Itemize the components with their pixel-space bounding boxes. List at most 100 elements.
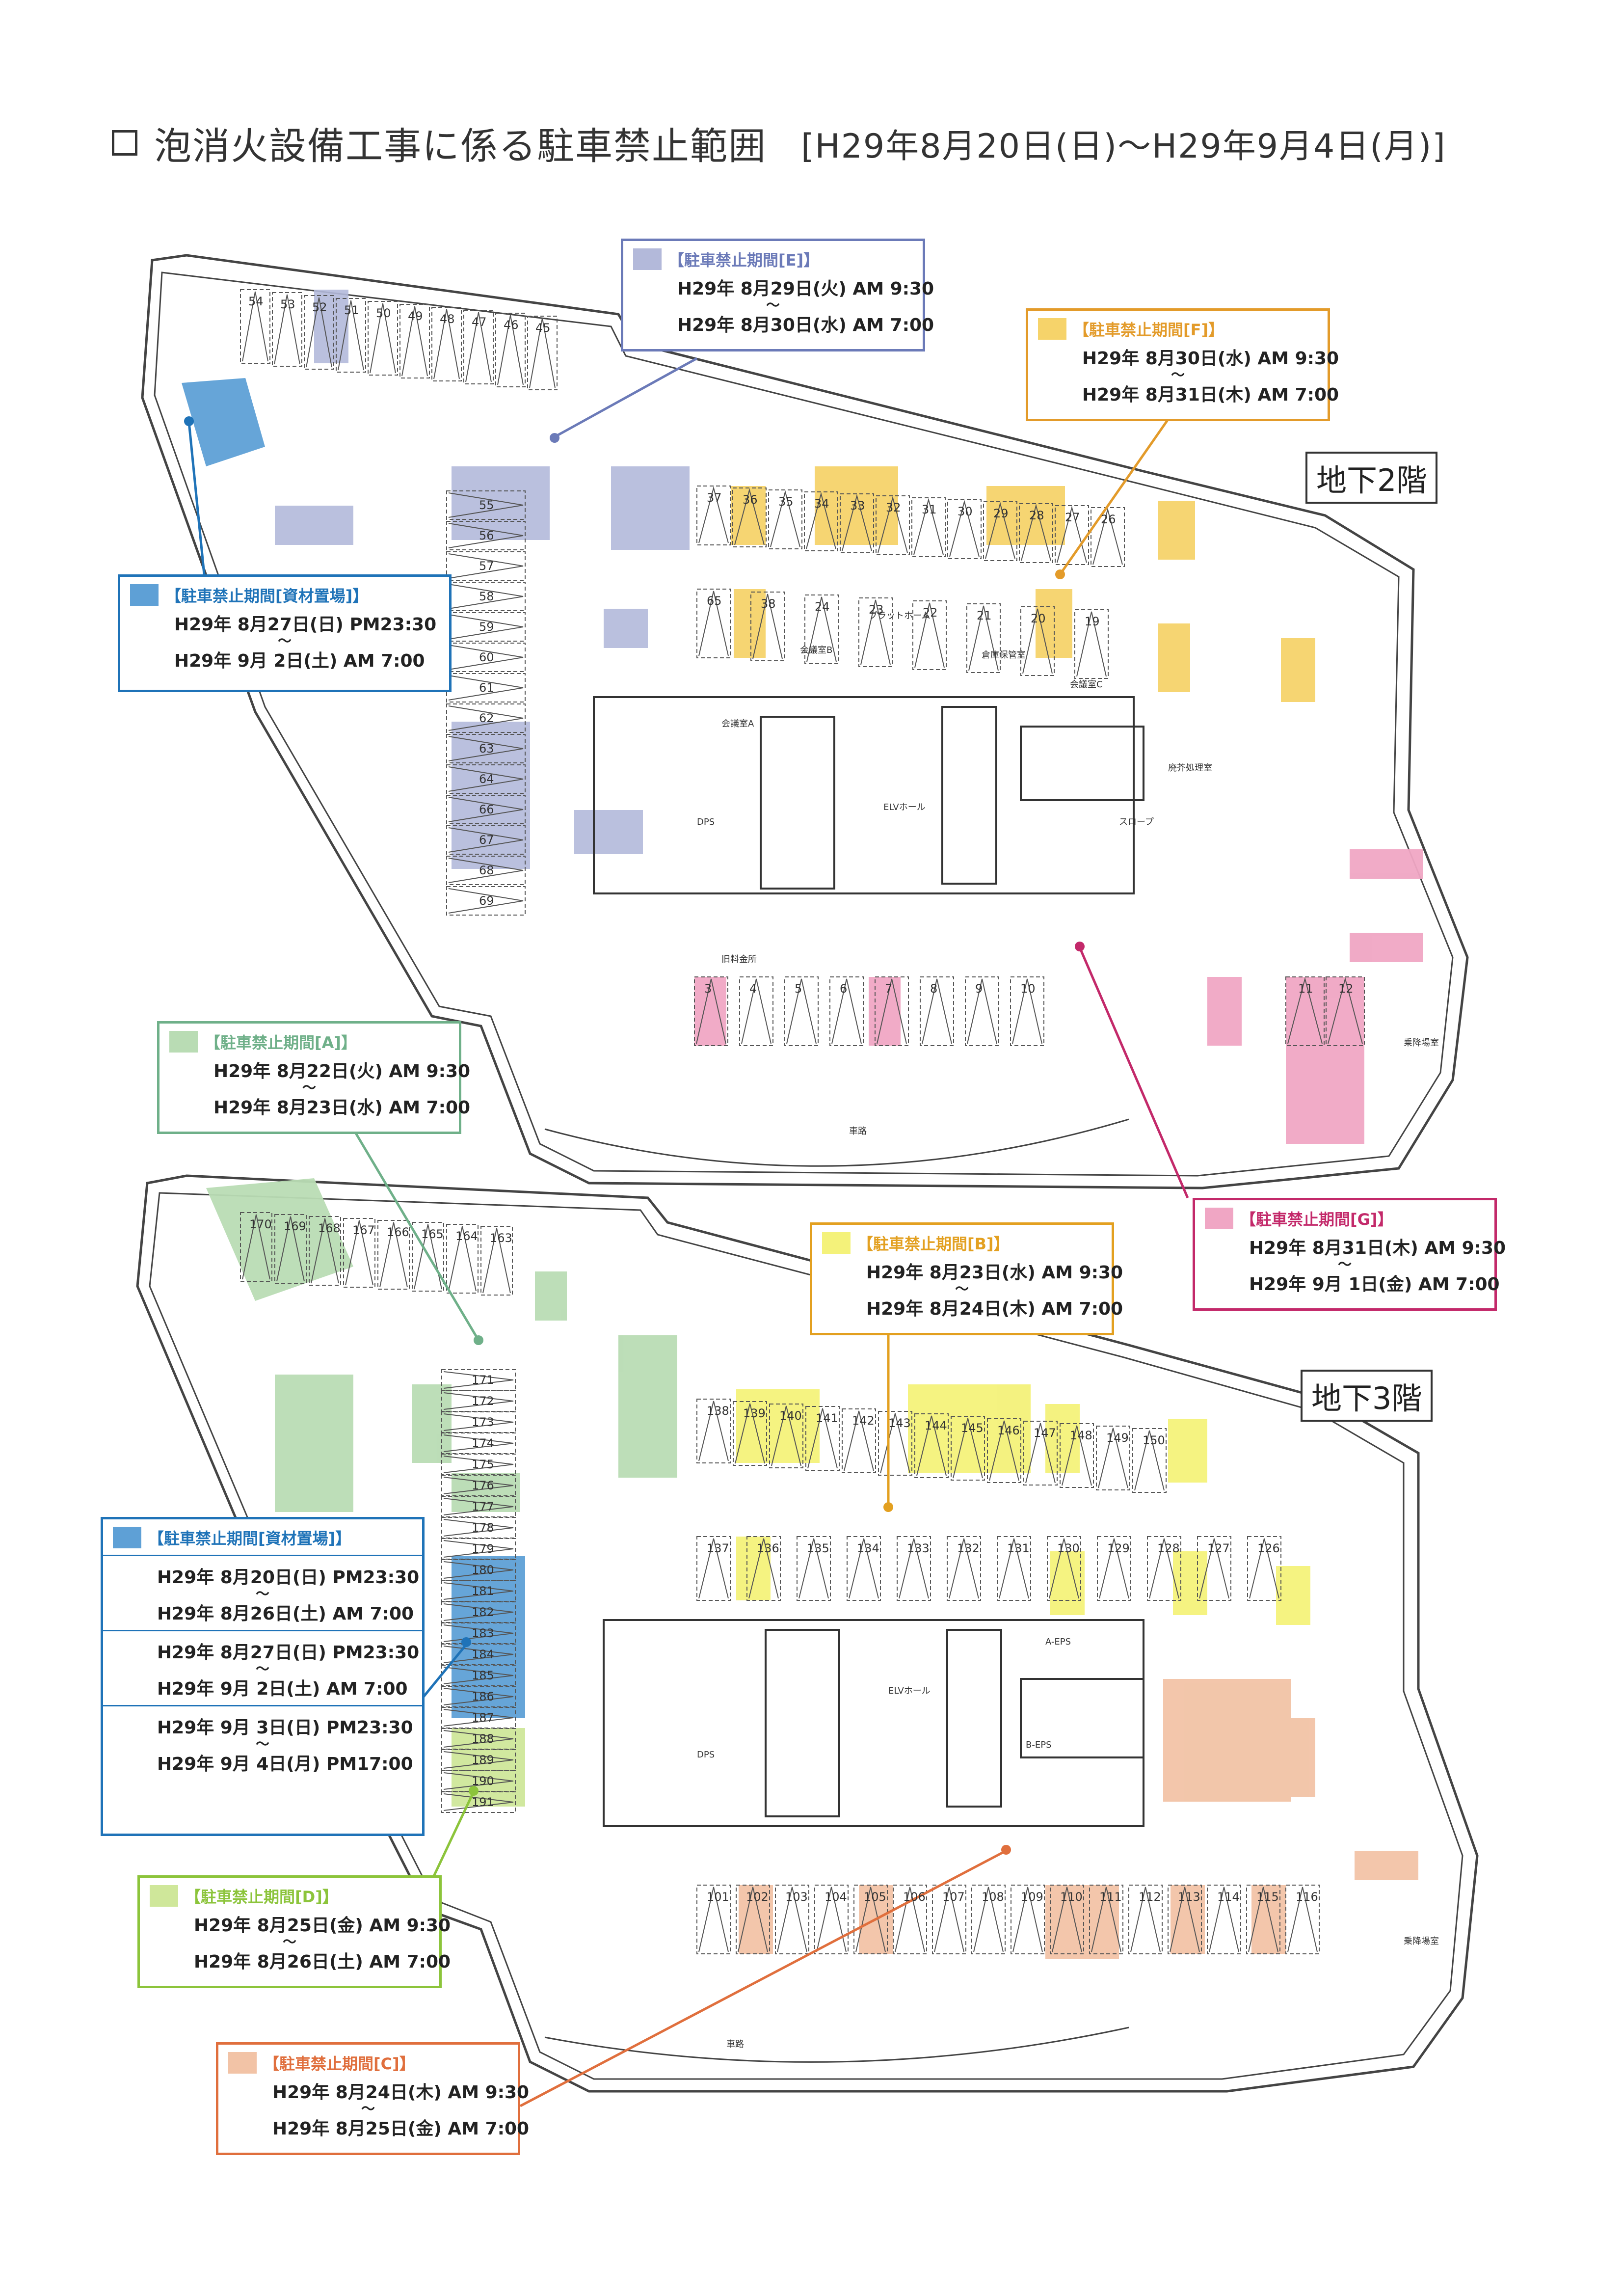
parking-stall-marking	[1130, 1887, 1161, 1952]
spot-number: 166	[387, 1225, 409, 1239]
parking-stall-marking	[448, 797, 524, 822]
parking-stall-marking	[734, 488, 765, 545]
room-label-elv-hall-b3: ELVホール	[888, 1686, 931, 1696]
spot-number: 191	[472, 1795, 494, 1809]
parking-stall-marking	[448, 492, 524, 518]
floor-label-b3: 地下3階	[1301, 1370, 1433, 1422]
parking-stall-marking	[448, 736, 524, 761]
parking-stall-marking	[934, 1887, 964, 1952]
legend-a: 【駐車禁止期間[A]】 H29年 8月22日(火) AM 9:30 〜 H29年…	[157, 1021, 470, 1134]
legend-d: 【駐車禁止期間[D]】 H29年 8月25日(金) AM 9:30 〜 H29年…	[137, 1875, 451, 1988]
spot-number: 3	[704, 982, 712, 996]
legend-storage-b3-period-2-from: H29年 8月27日(日) PM23:30	[157, 1643, 420, 1663]
spot-number: 63	[479, 742, 494, 756]
parking-stall	[304, 295, 334, 370]
parking-stall-marking	[949, 1538, 979, 1599]
parking-stall	[1020, 606, 1055, 676]
parking-stall	[441, 1665, 516, 1686]
spot-number: 132	[957, 1541, 980, 1555]
parking-stall-marking	[748, 1538, 779, 1599]
parking-stall	[746, 1536, 781, 1601]
spot-number: 172	[472, 1394, 494, 1408]
spot-number: 169	[284, 1219, 306, 1233]
parking-stall	[769, 1404, 803, 1468]
room-label-meeting-b: 会議室B	[800, 645, 832, 655]
parking-stall	[1207, 1885, 1241, 1954]
spot-number: 146	[997, 1424, 1020, 1437]
parking-stall-marking	[916, 1415, 947, 1476]
legend-d-title: 【駐車禁止期間[D]】	[185, 1888, 338, 1906]
parking-stall-marking	[806, 596, 837, 662]
parking-stall	[1197, 1536, 1231, 1601]
spot-number: 9	[975, 982, 983, 996]
legend-d-to: H29年 8月26日(土) AM 7:00	[194, 1952, 451, 1972]
parking-stall-marking	[529, 318, 556, 388]
spot-number: 37	[707, 491, 722, 505]
parking-stall	[1147, 1536, 1181, 1601]
parking-stall	[446, 1224, 479, 1294]
parking-stall	[446, 856, 526, 885]
legend-g-to: H29年 9月 1日(金) AM 7:00	[1249, 1274, 1500, 1295]
parking-stall	[897, 1536, 931, 1601]
parking-stall-marking	[989, 1420, 1019, 1481]
parking-stall	[912, 600, 947, 670]
spot-number: 48	[440, 312, 455, 326]
parking-stall	[431, 307, 462, 381]
legend-storage-b2-title: 【駐車禁止期間[資材置場]】	[165, 587, 369, 605]
parking-stall-marking	[735, 1403, 765, 1464]
parking-stall-marking	[1287, 977, 1323, 1044]
parking-stall-marking	[698, 1401, 729, 1461]
parking-stall	[853, 1885, 888, 1954]
parking-stall	[858, 597, 893, 667]
spot-number: 49	[408, 309, 423, 323]
parking-stall-marking	[880, 1413, 910, 1474]
parking-stall-marking	[443, 1772, 514, 1790]
spot-number: 5	[795, 982, 802, 996]
parking-stall	[893, 1885, 927, 1954]
parking-stall-marking	[443, 1477, 514, 1494]
parking-stall	[441, 1475, 516, 1496]
parking-stall-marking	[968, 605, 999, 671]
parking-stall-marking	[953, 1418, 983, 1479]
parking-stall	[441, 1770, 516, 1792]
parking-stall	[878, 1411, 912, 1476]
parking-stall	[274, 1214, 307, 1284]
parking-stall-marking	[1092, 508, 1123, 565]
legend-storage-b3-period-3: H29年 9月 3日(日) PM23:30 〜 H29年 9月 4日(月) PM…	[103, 1705, 422, 1780]
legend-storage-b3-swatch	[113, 1527, 141, 1548]
parking-stall-marking	[698, 591, 729, 656]
parking-stall-marking	[448, 523, 524, 548]
spot-number: 21	[977, 609, 992, 622]
parking-stall-marking	[741, 978, 772, 1044]
spot-number: 186	[472, 1690, 494, 1703]
room-label-platform: プラットホーム	[869, 611, 930, 621]
parking-stall	[441, 1644, 516, 1665]
spot-number: 178	[472, 1521, 494, 1535]
legend-storage-b3-period-2: H29年 8月27日(日) PM23:30 〜 H29年 9月 2日(土) AM…	[103, 1630, 422, 1705]
parking-stall-marking	[497, 315, 524, 385]
spot-number: 26	[1101, 513, 1116, 526]
page-title: 泡消火設備工事に係る駐車禁止範囲 [H29年8月20日(日)〜H29年9月4日(…	[112, 116, 1446, 170]
parking-stall	[441, 1728, 516, 1750]
legend-storage-b2-tilde: 〜	[277, 633, 292, 649]
spot-number: 140	[779, 1409, 802, 1423]
spot-number: 51	[344, 303, 359, 317]
legend-b: 【駐車禁止期間[B]】 H29年 8月23日(水) AM 9:30 〜 H29年…	[810, 1222, 1123, 1335]
legend-b-swatch	[822, 1232, 851, 1254]
parking-stall	[829, 976, 864, 1046]
spot-number: 112	[1139, 1890, 1161, 1904]
parking-stall-marking	[1099, 1538, 1129, 1599]
parking-stall-marking	[443, 1456, 514, 1473]
legend-connectors	[187, 357, 1189, 2107]
parking-stall-marking	[242, 291, 268, 362]
spot-number: 35	[778, 495, 794, 509]
legend-b-title: 【駐車禁止期間[B]】	[857, 1235, 1010, 1253]
legend-c-to: H29年 8月25日(金) AM 7:00	[272, 2119, 530, 2139]
parking-stall	[441, 1707, 516, 1729]
spot-number: 34	[814, 497, 829, 511]
parking-stall	[441, 1390, 516, 1412]
room-label-boarding-b2: 乗降場室	[1404, 1038, 1439, 1048]
spot-number: 57	[479, 559, 494, 573]
parking-stall-marking	[276, 1216, 305, 1282]
spot-number: 64	[479, 772, 494, 786]
